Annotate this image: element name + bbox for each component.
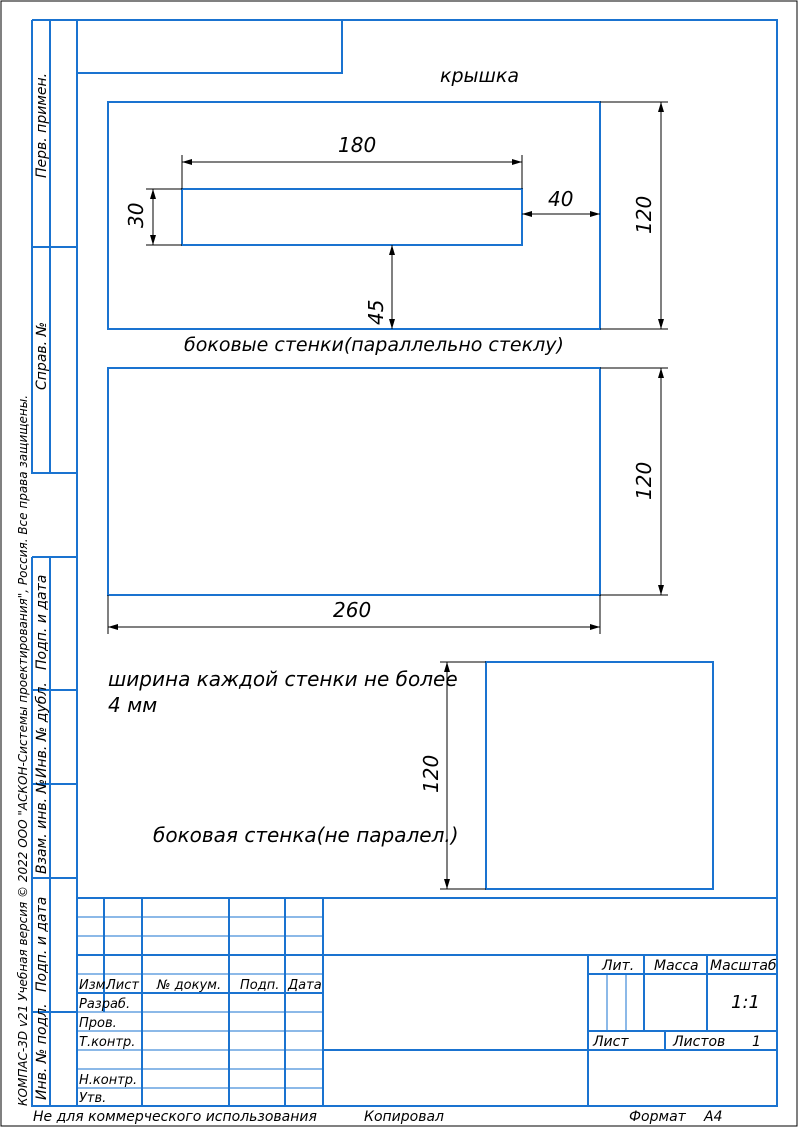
tb-list2: Лист xyxy=(592,1034,629,1050)
vzam-inv-no-label: Взам. инв. № xyxy=(34,779,50,874)
tb-razrab: Разраб. xyxy=(79,997,130,1012)
side-wall-outline xyxy=(107,367,601,596)
inv-no-podl-label: Инв. № подл. xyxy=(34,1003,50,1100)
perv-primen-label: Перв. примен. xyxy=(34,73,50,178)
lid-outline xyxy=(107,101,601,330)
tb-lit: Лит. xyxy=(601,958,634,974)
dim-30-text: 30 xyxy=(124,203,148,228)
footer-format-label: Формат xyxy=(629,1109,687,1125)
footer-non-commercial: Не для коммерческого использования xyxy=(33,1109,317,1125)
side-parallel-title: боковые стенки(параллельно стеклу) xyxy=(184,334,564,356)
tb-list: Лист xyxy=(105,978,139,993)
dim-180-text: 180 xyxy=(338,133,376,157)
width-note-line2: 4 мм xyxy=(108,693,157,717)
tb-podp: Подп. xyxy=(240,978,279,993)
dim-45-text: 45 xyxy=(364,300,388,325)
dim-lid-slot-width xyxy=(146,188,182,246)
footer-format-value: A4 xyxy=(703,1109,722,1125)
dim-wall-120-text: 120 xyxy=(632,462,656,500)
tb-listov: Листов xyxy=(672,1034,725,1050)
dim-lid-height xyxy=(600,101,668,330)
tb-nkontr: Н.контр. xyxy=(79,1073,137,1088)
inv-no-dubl-label: Инв. № дубл. xyxy=(34,682,50,778)
tb-prov: Пров. xyxy=(79,1016,117,1031)
top-left-stamp xyxy=(77,20,343,74)
width-note-line1: ширина каждой стенки не более xyxy=(108,667,458,691)
dim-lid-120-text: 120 xyxy=(632,196,656,234)
title-block xyxy=(77,897,777,1106)
tb-data: Дата xyxy=(287,978,322,993)
footer-kopiroval: Копировал xyxy=(364,1109,444,1125)
lid-title: крышка xyxy=(440,65,519,87)
copyright-text: КОМПАС-3D v21 Учебная версия © 2022 ООО … xyxy=(16,395,30,1106)
side-nonparallel-title: боковая стенка(не паралел.) xyxy=(153,823,459,847)
tb-masshtab: Масштаб xyxy=(710,958,777,974)
tb-izm: Изм. xyxy=(79,978,110,993)
podp-data-label-1: Подп. и дата xyxy=(34,575,50,670)
tb-utv: Утв. xyxy=(79,1091,106,1106)
main-frame xyxy=(76,19,778,1107)
tb-scale: 1:1 xyxy=(731,992,760,1013)
lid-slot xyxy=(181,188,523,246)
dim-wall-height xyxy=(600,367,668,596)
dim-wall-length xyxy=(107,595,601,634)
tb-doc-no: № докум. xyxy=(156,978,221,993)
dim-side-120-text: 120 xyxy=(419,755,443,793)
dim-40-text: 40 xyxy=(548,187,573,211)
podp-data-label-2: Подп. и дата xyxy=(34,897,50,992)
dim-lid-slot-length xyxy=(181,155,523,189)
tb-tkontr: Т.контр. xyxy=(79,1035,135,1050)
dim-side-height xyxy=(440,661,486,890)
side-nonparallel-outline xyxy=(485,661,714,890)
left-stamp-column xyxy=(31,19,77,1107)
dim-260-text: 260 xyxy=(333,598,371,622)
sprav-no-label: Справ. № xyxy=(34,322,50,390)
tb-listov-count: 1 xyxy=(752,1034,761,1050)
tb-massa: Масса xyxy=(654,958,699,974)
